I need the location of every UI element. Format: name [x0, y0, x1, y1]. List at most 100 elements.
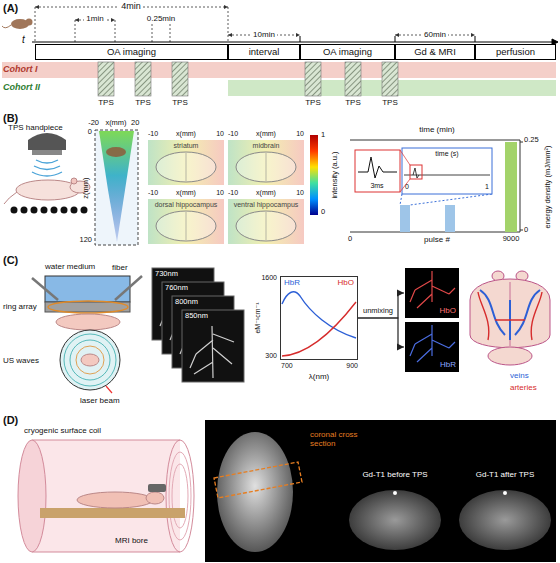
timeline-step-box: Gd & MRI [395, 44, 475, 60]
node-text: OA imaging [107, 47, 156, 57]
tick-label: 10 [296, 189, 304, 197]
brain-slice [148, 199, 224, 244]
time-axis [32, 42, 552, 43]
image-label: Gd-T1 after TPS [476, 470, 535, 479]
part-label: fiber [112, 263, 128, 272]
pulse-chart [350, 140, 520, 141]
tick-label: 10 [296, 130, 304, 138]
tick-label: 0 [348, 235, 352, 244]
brain-vessel-icon [488, 347, 532, 365]
mouse-drawing [81, 207, 88, 214]
tps-label: TPS [345, 98, 361, 107]
panel-label: (A) [3, 2, 18, 15]
absorption-spectrum [282, 302, 356, 356]
brain-slice [236, 152, 296, 182]
oa-setup [115, 276, 142, 300]
tick-label: -10 [148, 130, 158, 138]
mri-image-panel [393, 491, 397, 495]
unmixed-map: HbR [405, 322, 459, 372]
mouse-drawing [16, 180, 80, 200]
cohort-bars [2, 62, 556, 96]
tick-label: -10 [228, 130, 238, 138]
mouse-drawing [61, 207, 68, 214]
brain-slice [228, 140, 304, 185]
mri-bore [77, 492, 153, 508]
axis-label: intensity (a.u.) [331, 151, 340, 198]
brain-vessel-icon [470, 271, 550, 365]
region-label: ventral hippocampus [234, 201, 299, 209]
tps-label: TPS [135, 98, 151, 107]
pulse-chart [400, 194, 402, 205]
spectrum-plot: HbRHbO [280, 276, 358, 360]
mri-bore [32, 440, 180, 552]
brain-vessel-icon [478, 292, 542, 340]
pulse-chart [400, 179, 410, 192]
mri-bore [18, 440, 194, 552]
mri-image-panel [214, 462, 302, 498]
node-text: OA imaging [323, 47, 372, 57]
axis-label: x(mm) [176, 130, 196, 138]
mouse-drawing [4, 178, 90, 214]
absorption-spectrum [282, 292, 356, 356]
connector-label: unmixing [361, 307, 395, 316]
duration-brackets [152, 20, 153, 42]
mri-bore [166, 440, 194, 552]
axis-label: x(mm) [176, 189, 196, 197]
tps-label: TPS [305, 98, 321, 107]
duration-label: 1min [84, 14, 105, 23]
region-label: midbrain [253, 142, 280, 150]
beam-profile [106, 147, 126, 157]
tick-label: 1600 [261, 274, 277, 282]
duration-brackets [115, 20, 116, 42]
oa-setup [45, 302, 130, 312]
beam-profile [95, 130, 138, 245]
mouse-drawing [41, 207, 48, 214]
duration-brackets [35, 7, 36, 42]
mouse-icon [2, 19, 33, 30]
axis-label: λ(nm) [309, 372, 329, 381]
duration-label: 4min [119, 1, 143, 11]
tps-handpiece [28, 133, 66, 150]
duration-brackets [228, 7, 229, 42]
tps-label: TPS [172, 98, 188, 107]
axis-label: time (min) [419, 125, 455, 134]
axis-label: z(mm) [82, 177, 91, 198]
pulse-chart [358, 157, 397, 178]
oa-image-stack [190, 326, 234, 378]
region-label: striatum [174, 142, 199, 150]
image-label: Gd-T1 before TPS [362, 470, 427, 479]
wavelength-label: 800nm [175, 298, 198, 307]
panel-label: (B) [3, 112, 18, 125]
tps-handpiece [32, 160, 62, 176]
pulse-chart [520, 142, 523, 143]
mri-image-panel [503, 491, 507, 495]
tick-label: 0 [321, 208, 325, 217]
mouse-drawing [4, 192, 17, 204]
tick-label: -10 [228, 189, 238, 197]
timeline-step-box: perfusion [475, 44, 556, 60]
part-label: TPS handpiece [8, 123, 63, 132]
oa-setup [64, 334, 116, 386]
time-axis [475, 36, 476, 42]
mri-bore [18, 440, 46, 552]
tick-label: 0 [524, 226, 528, 235]
tick-label: 20 [131, 119, 139, 128]
mri-image-panel [205, 420, 556, 562]
node-text: HbO [338, 279, 354, 288]
tick-label: 120 [79, 236, 92, 245]
oa-setup [32, 278, 58, 300]
tick-label: -20 [88, 119, 99, 128]
brain-slice [186, 153, 187, 181]
oa-setup [81, 354, 99, 366]
axis-label: pulse # [424, 235, 450, 244]
brain-slice [148, 140, 224, 185]
panel-label: (C) [3, 254, 18, 267]
pulse-chart [520, 230, 523, 231]
brain-slice [266, 153, 267, 181]
brain-vessel-icon [470, 279, 550, 348]
pulse-chart [355, 150, 400, 192]
axis-label: x(mm) [256, 189, 276, 197]
node-text: HbO [440, 307, 456, 316]
tick-label: 10 [216, 189, 224, 197]
